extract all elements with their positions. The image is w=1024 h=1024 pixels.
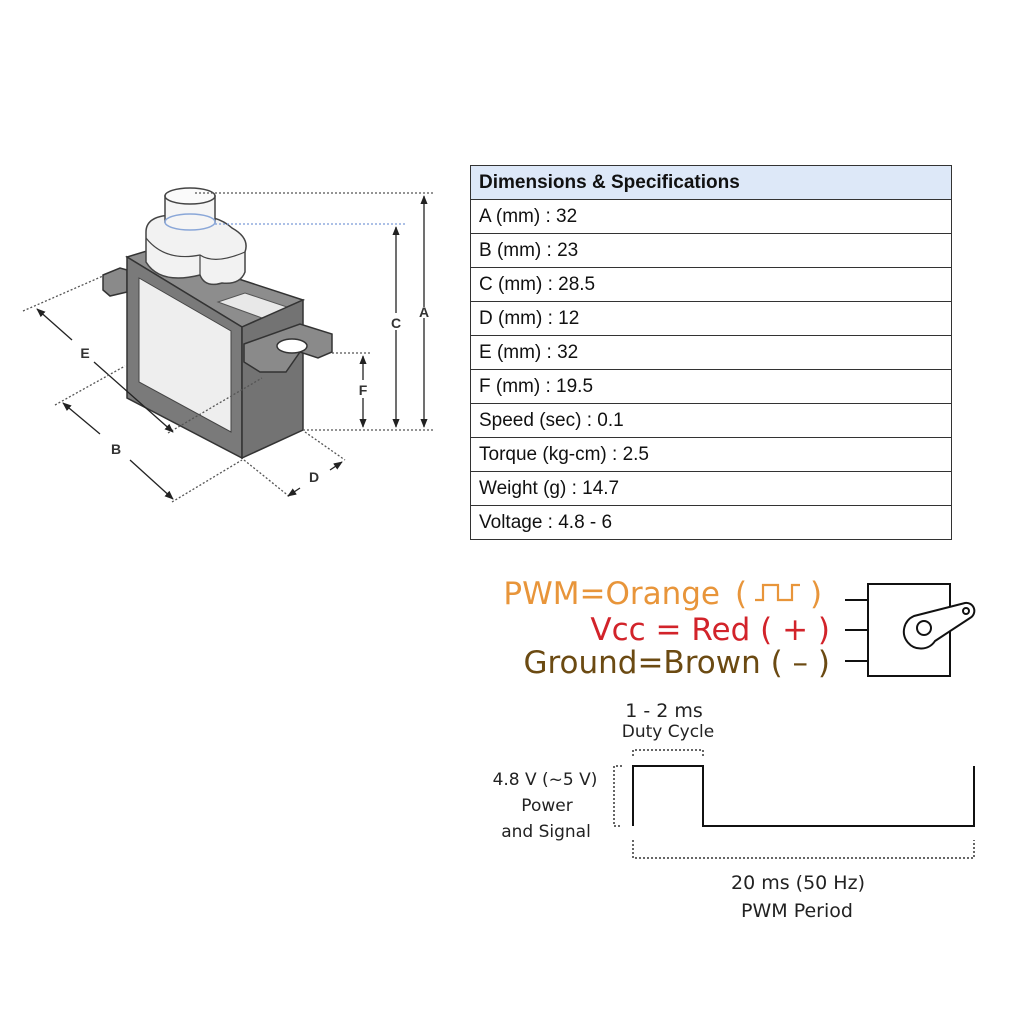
dimension-label-c: C — [391, 315, 401, 331]
dimension-label-d: D — [309, 469, 319, 485]
dimension-lines — [22, 192, 435, 503]
voltage-label-power: Power — [521, 796, 572, 816]
spec-row-torque: Torque (kg-cm) : 2.5 — [470, 437, 952, 472]
spec-row-f: F (mm) : 19.5 — [470, 369, 952, 404]
period-value: 20 ms (50 Hz) — [731, 872, 865, 894]
spec-row-speed: Speed (sec) : 0.1 — [470, 403, 952, 438]
mount-slot — [276, 338, 308, 354]
pwm-wire-label: PWM=Orange — [503, 576, 720, 612]
ground-wire-label: Ground=Brown ( – ) — [523, 645, 830, 681]
voltage-label-signal: and Signal — [501, 822, 591, 842]
spec-row-a: A (mm) : 32 — [470, 199, 952, 234]
servo-front-panel — [138, 277, 232, 433]
dimension-label-e: E — [80, 345, 89, 361]
servo-illustration — [102, 187, 333, 460]
pwm-waveform — [613, 749, 975, 859]
spec-row-d: D (mm) : 12 — [470, 301, 952, 336]
spec-row-b: B (mm) : 23 — [470, 233, 952, 268]
spec-row-weight: Weight (g) : 14.7 — [470, 471, 952, 506]
pwm-pulse-icon — [755, 583, 800, 602]
spec-row-c: C (mm) : 28.5 — [470, 267, 952, 302]
spec-row-voltage: Voltage : 4.8 - 6 — [470, 505, 952, 540]
duty-cycle-value: 1 - 2 ms — [625, 700, 703, 722]
specifications-title: Dimensions & Specifications — [470, 165, 952, 200]
period-label: PWM Period — [741, 900, 853, 922]
servo-side-face — [241, 298, 304, 460]
servo-schematic — [845, 583, 976, 677]
dimension-label-b: B — [111, 441, 121, 457]
pwm-paren-close: ) — [810, 576, 822, 612]
specifications-table: Dimensions & Specifications A (mm) : 32 … — [470, 165, 952, 540]
pwm-paren-open: ( — [735, 576, 747, 612]
dimension-label-a: A — [419, 304, 429, 320]
dimension-label-f: F — [359, 382, 368, 398]
voltage-value: 4.8 V (~5 V) — [493, 770, 598, 790]
spec-row-e: E (mm) : 32 — [470, 335, 952, 370]
vcc-wire-label: Vcc = Red ( + ) — [590, 612, 830, 648]
duty-cycle-label: Duty Cycle — [622, 722, 714, 742]
left-mount-tab — [102, 267, 128, 297]
